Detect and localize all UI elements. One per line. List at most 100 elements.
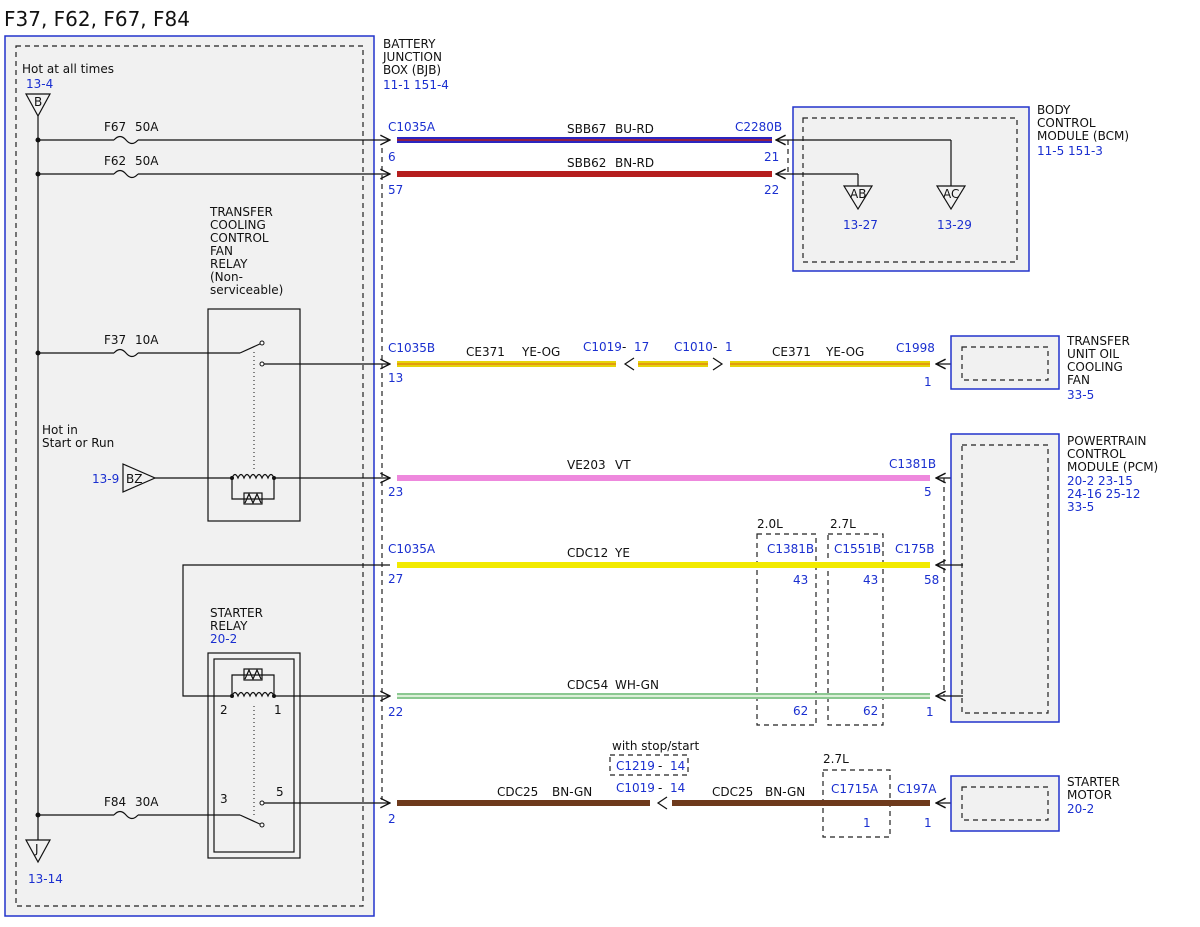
svg-text:RELAY: RELAY — [210, 257, 248, 271]
starter-motor-box — [950, 775, 1060, 832]
svg-text:FAN: FAN — [210, 244, 233, 258]
bcm-internal: AC 13-29 AB 13-27 — [776, 140, 972, 232]
svg-text:CE371: CE371 — [772, 345, 811, 359]
svg-text:YE-OG: YE-OG — [825, 345, 864, 359]
svg-text:BN-RD: BN-RD — [615, 156, 654, 170]
svg-text:MODULE (PCM): MODULE (PCM) — [1067, 460, 1158, 474]
svg-text:C1035B: C1035B — [388, 341, 435, 355]
svg-text:C1381B: C1381B — [889, 457, 936, 471]
svg-text:MODULE (BCM): MODULE (BCM) — [1037, 129, 1129, 143]
svg-text:C2280B: C2280B — [735, 120, 782, 134]
svg-text:C1219: C1219 — [616, 759, 655, 773]
svg-text:MOTOR: MOTOR — [1067, 788, 1112, 802]
svg-text:-: - — [622, 340, 626, 354]
tri-b-icon — [24, 93, 52, 118]
svg-text:B: B — [34, 95, 42, 109]
svg-text:VE203: VE203 — [567, 458, 606, 472]
svg-text:COOLING: COOLING — [1067, 360, 1123, 374]
svg-text:24-16 25-12: 24-16 25-12 — [1067, 487, 1141, 501]
svg-text:J: J — [34, 842, 39, 856]
variant-2-7l-box — [827, 533, 884, 726]
svg-text:TRANSFER: TRANSFER — [1066, 334, 1130, 348]
svg-text:YE: YE — [614, 546, 630, 560]
svg-text:1: 1 — [863, 816, 871, 830]
svg-text:SBB62: SBB62 — [567, 156, 606, 170]
bjb-label: BATTERY JUNCTION BOX (BJB) 11-1 151-4 — [382, 37, 449, 92]
svg-text:5: 5 — [276, 785, 284, 799]
svg-text:3: 3 — [220, 792, 228, 806]
hot-in-label-2: Start or Run — [42, 436, 114, 450]
svg-text:33-5: 33-5 — [1067, 388, 1094, 402]
svg-text:STARTER: STARTER — [1067, 775, 1120, 789]
starter-relay-box — [207, 652, 301, 859]
svg-text:CDC25: CDC25 — [497, 785, 538, 799]
bjb-dashed-area — [15, 45, 364, 907]
fuse-f84: F84 30A 3 5 — [35, 785, 391, 828]
starter-motor-label: STARTER MOTOR 20-2 — [1067, 775, 1120, 816]
bjb-box — [4, 35, 375, 917]
svg-text:C1998: C1998 — [896, 341, 935, 355]
hot-at-all-times-label: Hot at all times — [22, 62, 114, 76]
svg-text:BU-RD: BU-RD — [615, 122, 654, 136]
svg-text:AB: AB — [850, 187, 866, 201]
svg-text:JUNCTION: JUNCTION — [382, 50, 442, 64]
svg-text:1: 1 — [924, 375, 932, 389]
fuse-f37: F37 10A — [35, 333, 391, 470]
variant-2-0l-box — [756, 533, 817, 726]
stop-start-note: with stop/start — [612, 739, 699, 753]
svg-text:TRANSFER: TRANSFER — [209, 205, 273, 219]
svg-text:50A: 50A — [135, 120, 159, 134]
wire-cdc54: 22 CDC54 WH-GN 62 62 1 — [388, 678, 963, 719]
svg-text:BZ: BZ — [126, 472, 142, 486]
svg-text:13: 13 — [388, 371, 403, 385]
svg-text:11-1 151-4: 11-1 151-4 — [383, 78, 449, 92]
wire-cdc12: C1035A 27 CDC12 YE C1381B 43 C1551B C155… — [388, 542, 963, 587]
pcm-label: POWERTRAIN CONTROL MODULE (PCM) 20-2 23-… — [1067, 434, 1158, 514]
svg-text:6: 6 — [388, 150, 396, 164]
svg-text:BODY: BODY — [1037, 103, 1071, 117]
wire-ve203: 23 VE203 VT C1381B 5 — [388, 457, 963, 499]
transfer-relay-box — [207, 308, 301, 522]
svg-text:C1035A: C1035A — [388, 120, 436, 134]
svg-text:F62: F62 — [104, 154, 126, 168]
svg-text:VT: VT — [615, 458, 631, 472]
svg-text:BOX (BJB): BOX (BJB) — [383, 63, 441, 77]
svg-text:WH-GN: WH-GN — [615, 678, 659, 692]
svg-text:43: 43 — [793, 573, 808, 587]
svg-text:2: 2 — [220, 703, 228, 717]
svg-text:43: 43 — [863, 573, 878, 587]
svg-text:CONTROL: CONTROL — [210, 231, 269, 245]
svg-text:CDC54: CDC54 — [567, 678, 608, 692]
svg-text:23: 23 — [388, 485, 403, 499]
svg-text:serviceable): serviceable) — [210, 283, 283, 297]
svg-text:COOLING: COOLING — [210, 218, 266, 232]
svg-text:C1035A: C1035A — [388, 542, 436, 556]
svg-text:CONTROL: CONTROL — [1067, 447, 1126, 461]
svg-text:-: - — [658, 759, 662, 773]
svg-text:57: 57 — [388, 183, 403, 197]
svg-text:20-2: 20-2 — [210, 632, 237, 646]
bz-input: 13-9 BZ — [92, 463, 390, 505]
hot-in-label: Hot in — [42, 423, 78, 437]
bcm-box — [792, 106, 1030, 272]
svg-text:17: 17 — [634, 340, 649, 354]
svg-text:C175B: C175B — [895, 542, 935, 556]
starter-relay-label: STARTER RELAY 20-2 — [210, 606, 263, 646]
svg-text:C1010: C1010 — [674, 340, 713, 354]
svg-text:-: - — [658, 781, 662, 795]
j-ref: 13-14 — [28, 872, 63, 886]
svg-text:BATTERY: BATTERY — [383, 37, 436, 51]
svg-text:5: 5 — [924, 485, 932, 499]
variant-2-7l-label: 2.7L — [830, 517, 856, 531]
wire-cdc25: 2 CDC25 BN-GN C1019 - 14 CDC25 BN-GN C17… — [388, 781, 963, 830]
svg-text:22: 22 — [388, 705, 403, 719]
svg-text:C197A: C197A — [897, 782, 937, 796]
svg-text:30A: 30A — [135, 795, 159, 809]
svg-text:CDC12: CDC12 — [567, 546, 608, 560]
svg-text:BN-GN: BN-GN — [765, 785, 805, 799]
svg-text:22: 22 — [764, 183, 779, 197]
svg-text:13-29: 13-29 — [937, 218, 972, 232]
hot-ref: 13-4 — [26, 77, 53, 91]
svg-text:20-2: 20-2 — [1067, 802, 1094, 816]
